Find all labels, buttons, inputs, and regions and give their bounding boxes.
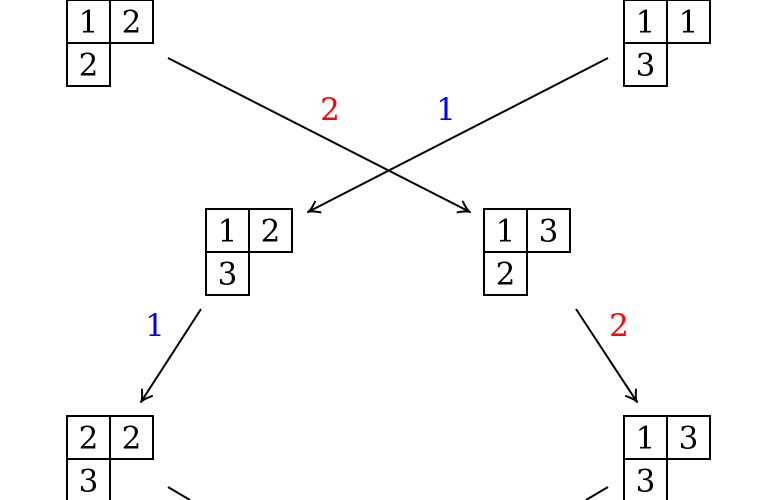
edge-label: 2 [609,308,629,344]
tableau-cell [483,251,528,296]
tableau-cell-value: 3 [539,214,559,250]
tableau-cell [666,415,711,460]
tableau-cell [66,42,111,87]
crystal-edge: 2 [167,57,471,214]
tableau-cell-value: 1 [496,214,516,250]
tableau-cell-value: 3 [636,48,656,84]
edge-line [307,57,609,213]
crystal-edge [167,486,191,500]
tableau-cell-value: 2 [496,257,516,293]
edge-label: 2 [320,92,340,128]
edge-label: 1 [436,92,456,128]
arrowhead-icon [456,200,471,214]
tableau-cell-value: 2 [261,214,281,250]
tableau-cell [666,0,711,44]
arrowhead-icon [307,200,322,214]
tableau-cell-value: 3 [636,464,656,500]
tableau-cell-value: 2 [79,48,99,84]
tableau-cell-value: 2 [122,5,142,41]
edge-label: 1 [145,308,165,344]
tableau-cell-value: 1 [218,214,238,250]
tableau-cell [248,208,293,253]
crystal-edge [585,486,609,500]
edge-line [140,308,202,403]
tableau-cell [66,458,111,500]
tableau-cell [109,0,154,44]
tableau-cell-value: 1 [679,5,699,41]
tableau-cell [623,42,668,87]
tableau-cell-value: 2 [122,421,142,457]
crystal-edge: 2 [575,308,638,403]
tableau-cell-value: 2 [79,421,99,457]
edge-line [575,308,638,403]
tableau-cell-value: 3 [218,257,238,293]
arrowhead-icon [140,388,154,403]
crystal-edge: 1 [140,308,202,403]
crystal-edge: 1 [307,57,609,214]
tableau-cell-value: 3 [679,421,699,457]
tableau-cell-value: 1 [79,5,99,41]
tableau-cell-value: 3 [79,464,99,500]
edge-line [167,486,191,500]
tableau-cell [109,415,154,460]
tableau-cell [205,251,250,296]
tableau-cell-value: 1 [636,5,656,41]
tableau-cell [623,458,668,500]
arrowhead-icon [624,388,638,403]
edge-line [167,57,471,213]
tableau-cell [526,208,571,253]
edge-line [585,486,609,500]
tableau-cell-value: 1 [636,421,656,457]
